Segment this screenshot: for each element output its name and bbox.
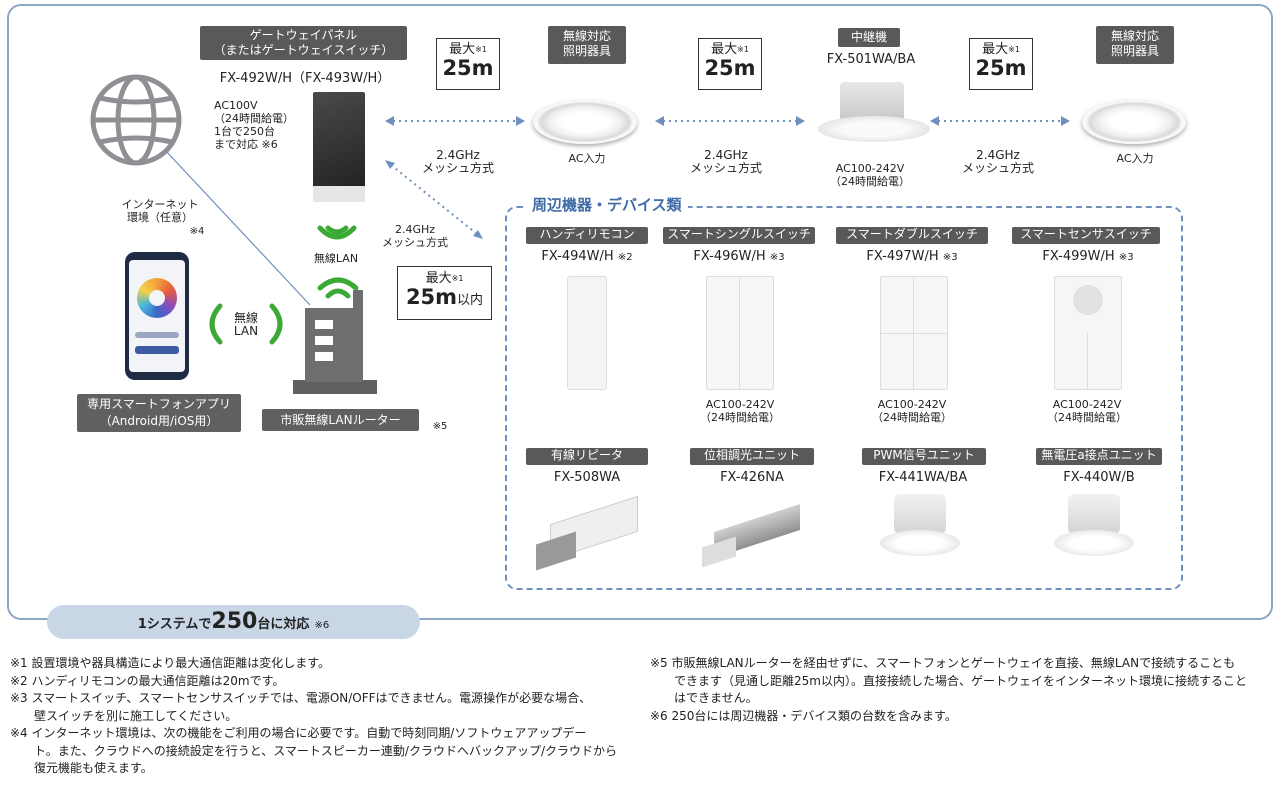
- wifi-icon-router: [317, 277, 359, 299]
- system-capacity-banner: 1システムで250台に対応 ※6: [47, 605, 420, 639]
- mesh-arrow-diagonal: [385, 160, 483, 239]
- note-line: ※1 設置環境や器具構造により最大通信距離は変化します。: [10, 656, 331, 670]
- gateway-wlan-label: 無線LAN: [313, 252, 359, 265]
- note-line: ト。また、クラウドへの接続設定を行うと、スマートスピーカー連動/クラウドへバック…: [10, 743, 618, 758]
- note-line: ※3 スマートスイッチ、スマートセンサスイッチでは、電源ON/OFFはできません…: [10, 691, 592, 705]
- peripherals-title: 周辺機器・デバイス類: [526, 194, 688, 215]
- repeater-label: 中継機: [838, 28, 900, 47]
- peripheral-label-contact-unit: 無電圧a接点ユニット: [1036, 448, 1162, 465]
- mesh-arrow-3: [930, 116, 1070, 126]
- contact-unit-image: [1054, 494, 1144, 566]
- peripheral-label-double-switch: スマートダブルスイッチ: [836, 227, 988, 244]
- wireless-light-right-label: 無線対応照明器具: [1096, 26, 1174, 64]
- peripheral-model-phase-dimmer: FX-426NA: [720, 470, 784, 485]
- gateway-spec: AC100V （24時間給電） 1台で250台 まで対応 ※6: [214, 99, 294, 151]
- single-switch-spec: AC100-242V （24時間給電）: [700, 398, 780, 424]
- wireless-light-left-label: 無線対応照明器具: [548, 26, 626, 64]
- note-line: 壁スイッチを別に施工してください。: [10, 708, 238, 723]
- gateway-panel-image: [313, 92, 365, 202]
- pwm-unit-image: [880, 494, 970, 566]
- peripheral-model-remote: FX-494W/H ※2: [541, 249, 633, 264]
- note-line: できます（見通し距離25m以内）。直接接続した場合、ゲートウェイをインターネット…: [650, 673, 1247, 688]
- repeater-spec: AC100-242V （24時間給電）: [830, 162, 910, 188]
- router-mark: ※5: [432, 421, 448, 432]
- note-line: ※5 市販無線LANルーターを経由せずに、スマートフォンとゲートウェイを直接、無…: [650, 656, 1236, 670]
- handy-remote-image: [567, 276, 607, 390]
- peripherals-group: [505, 206, 1183, 590]
- double-switch-image: [880, 276, 948, 390]
- phone-wifi-left-icon: [209, 303, 223, 345]
- note-line: ※6 250台には周辺機器・デバイス類の台数を含みます。: [650, 708, 957, 723]
- peripheral-label-wired-repeater: 有線リピータ: [526, 448, 648, 465]
- peripheral-model-sensor-switch: FX-499W/H ※3: [1042, 249, 1134, 264]
- mesh-arrow-2: [655, 116, 805, 126]
- peripheral-model-double-switch: FX-497W/H ※3: [866, 249, 958, 264]
- phone-app-label: 専用スマートフォンアプリ （Android用/iOS用）: [77, 394, 241, 432]
- sensor-switch-spec: AC100-242V （24時間給電）: [1047, 398, 1127, 424]
- router-image: [293, 290, 377, 394]
- internet-link-line: [164, 150, 311, 306]
- wireless-light-right-power: AC入力: [1116, 152, 1154, 165]
- internet-label: インターネット 環境（任意）: [121, 198, 199, 224]
- notes-right: ※5 市販無線LANルーターを経由せずに、スマートフォンとゲートウェイを直接、無…: [650, 655, 1275, 725]
- peripheral-model-pwm-unit: FX-441WA/BA: [878, 470, 968, 485]
- peripheral-label-remote: ハンディリモコン: [526, 227, 648, 244]
- single-switch-image: [706, 276, 774, 390]
- peripheral-label-pwm-unit: PWM信号ユニット: [862, 448, 986, 465]
- note-line: ※4 インターネット環境は、次の機能をご利用の場合に必要です。自動で時刻同期/ソ…: [10, 726, 587, 740]
- system-frame: [7, 4, 1273, 620]
- phone-wifi-right-icon: [269, 303, 283, 345]
- double-switch-spec: AC100-242V （24時間給電）: [872, 398, 952, 424]
- note-line: ※2 ハンディリモコンの最大通信距離は20mです。: [10, 673, 285, 688]
- router-label: 市販無線LANルーター: [262, 409, 419, 431]
- wired-repeater-image: [532, 495, 642, 571]
- downlight-left-image: [533, 100, 637, 144]
- range-callout-1: 最大※1 25m: [436, 38, 500, 90]
- peripheral-model-wired-repeater: FX-508WA: [553, 470, 621, 485]
- internet-mark: ※4: [189, 226, 205, 237]
- gateway-model: FX-492W/H（FX-493W/H）: [219, 71, 391, 86]
- peripheral-label-sensor-switch: スマートセンサスイッチ: [1012, 227, 1160, 244]
- phone-wlan-label: 無線 LAN: [233, 311, 259, 338]
- range-callout-2: 最大※1 25m: [698, 38, 762, 90]
- router-range-callout: 最大※1 25m以内: [397, 266, 492, 320]
- repeater-image: [818, 78, 930, 148]
- note-line: はできません。: [650, 691, 758, 705]
- peripheral-model-single-switch: FX-496W/H ※3: [693, 249, 785, 264]
- downlight-right-image: [1082, 100, 1186, 144]
- repeater-model: FX-501WA/BA: [826, 52, 916, 67]
- notes-left: ※1 設置環境や器具構造により最大通信距離は変化します。 ※2 ハンディリモコン…: [10, 655, 640, 778]
- wireless-light-left-power: AC入力: [568, 152, 606, 165]
- wifi-icon: [317, 225, 357, 240]
- peripheral-model-contact-unit: FX-440W/B: [1063, 470, 1135, 485]
- phase-dimmer-image: [700, 504, 810, 568]
- peripheral-label-phase-dimmer: 位相調光ユニット: [690, 448, 814, 465]
- smartphone-image: [125, 252, 189, 380]
- peripheral-label-single-switch: スマートシングルスイッチ: [663, 227, 815, 244]
- gateway-label: ゲートウェイパネル （またはゲートウェイスイッチ）: [200, 26, 407, 60]
- range-callout-3: 最大※1 25m: [969, 38, 1033, 90]
- globe-icon: [90, 74, 182, 166]
- note-line: 復元機能も使えます。: [10, 761, 153, 775]
- mesh-arrow-1: [385, 116, 525, 126]
- sensor-switch-image: [1054, 276, 1122, 390]
